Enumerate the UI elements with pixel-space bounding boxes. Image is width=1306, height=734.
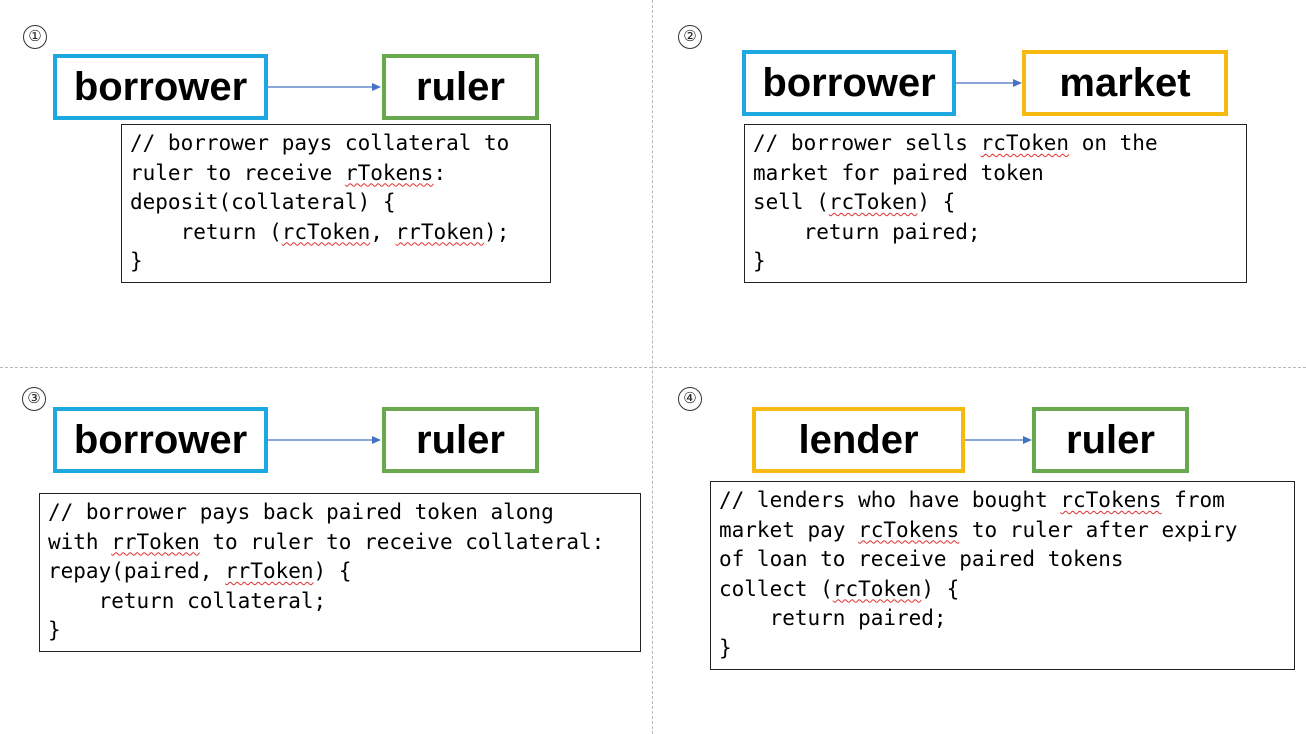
spellcheck-flagged-word: rcToken [828, 190, 918, 214]
code-line: of loan to receive paired tokens [719, 547, 1124, 571]
spellcheck-flagged-word: rcTokens [858, 517, 960, 542]
panel-2-borrower-node: borrower [742, 50, 956, 116]
panel-4-arrow [965, 436, 1032, 444]
panel-2-number: ② [678, 25, 702, 49]
panel-2-market-node: market [1022, 50, 1228, 116]
code-line: market for paired token [753, 160, 1044, 185]
code-line: return collateral; [48, 588, 327, 613]
spellcheck-flagged-word: rrToken [225, 559, 314, 583]
panel-4-lender-node: lender [752, 407, 965, 473]
code-line: } [48, 618, 61, 642]
panel-3-number: ③ [22, 387, 46, 411]
panel-3-arrow [268, 436, 381, 444]
code-line: market pay rcTokens to ruler after expir… [719, 517, 1238, 542]
panel-1-number: ① [23, 25, 47, 49]
code-line: // borrower sells rcToken on the [753, 131, 1158, 155]
spellcheck-flagged-word: rrToken [395, 219, 485, 244]
panel-1-code-block: // borrower pays collateral to ruler to r… [121, 124, 551, 283]
code-line: } [753, 249, 766, 273]
panel-3-borrower-node: borrower [53, 407, 268, 473]
code-line: return paired; [753, 219, 981, 244]
horizontal-divider [0, 367, 1306, 368]
code-line: } [130, 249, 143, 273]
panel-1-ruler-node: ruler [382, 54, 539, 120]
spellcheck-flagged-word: rcToken [281, 219, 371, 244]
code-line: ruler to receive rTokens: [130, 160, 447, 185]
spellcheck-flagged-word: rcToken [980, 131, 1070, 155]
panel-4-ruler-node: ruler [1032, 407, 1189, 473]
code-line: return (rcToken, rrToken); [130, 219, 510, 244]
code-line: return paired; [719, 606, 947, 630]
panel-2-arrow [956, 79, 1022, 87]
panel-3-code-block: // borrower pays back paired token along… [39, 493, 641, 652]
code-line: with rrToken to ruler to receive collate… [48, 529, 605, 554]
code-line: // borrower pays collateral to [130, 131, 510, 155]
panel-4-code-block: // lenders who have bought rcTokens from… [710, 481, 1295, 670]
panel-1-arrow [268, 83, 381, 91]
panel-1-borrower-node: borrower [53, 54, 268, 120]
code-line: collect (rcToken) { [719, 576, 960, 601]
spellcheck-flagged-word: rrToken [111, 529, 200, 554]
panel-4-number: ④ [678, 387, 702, 411]
code-line: // borrower pays back paired token along [48, 500, 554, 524]
spellcheck-flagged-word: rTokens [344, 160, 434, 185]
code-line: // lenders who have bought rcTokens from [719, 488, 1225, 512]
panel-2-code-block: // borrower sells rcToken on the market f… [744, 124, 1247, 283]
code-line: repay(paired, rrToken) { [48, 559, 352, 583]
panel-3-ruler-node: ruler [382, 407, 539, 473]
spellcheck-flagged-word: rcTokens [1060, 488, 1162, 512]
spellcheck-flagged-word: rcToken [832, 576, 922, 601]
code-line: deposit(collateral) { [130, 190, 396, 214]
code-line: sell (rcToken) { [753, 190, 956, 214]
code-line: } [719, 635, 732, 660]
